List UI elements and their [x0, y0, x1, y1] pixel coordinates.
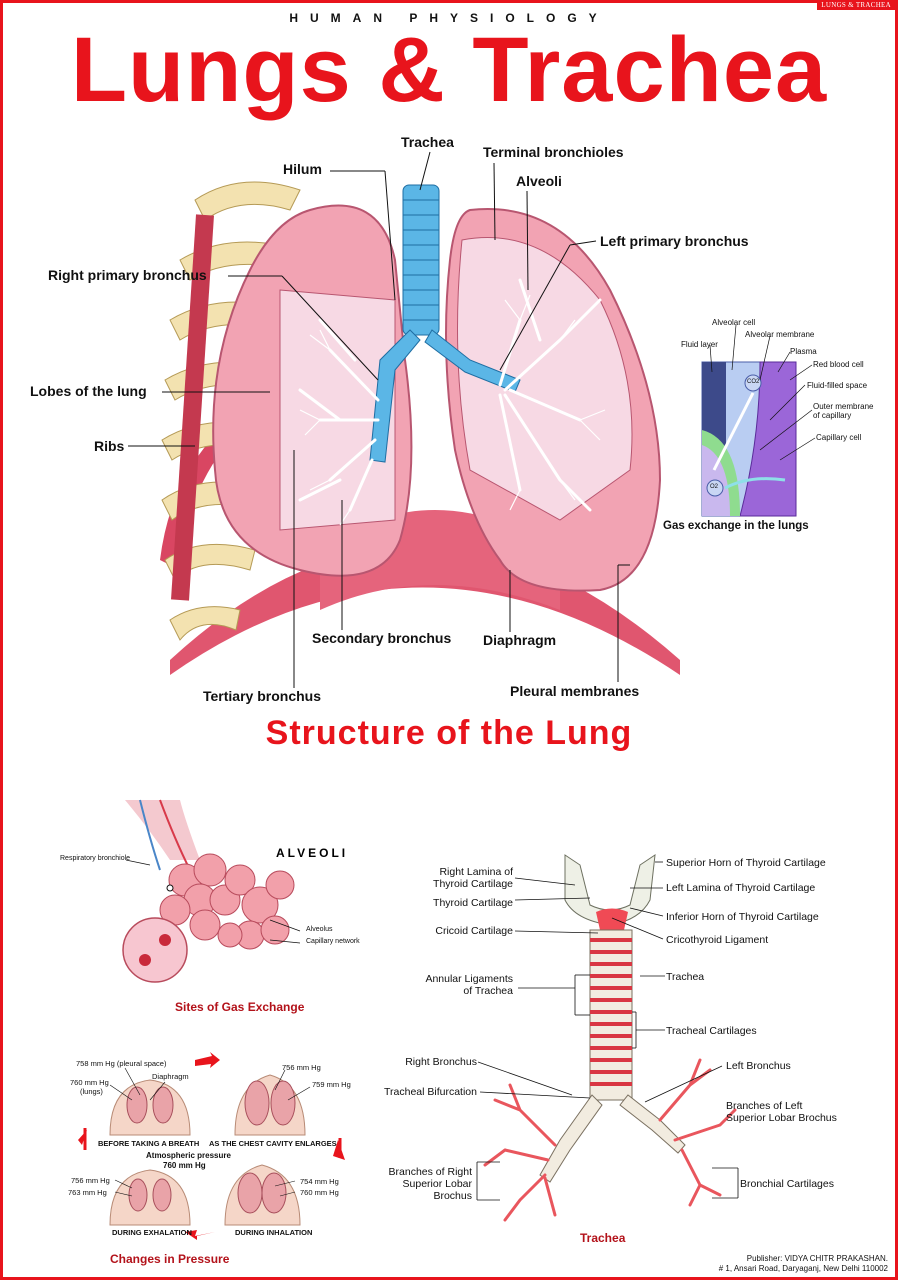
pressure-exhalation: DURING EXHALATION	[112, 1228, 192, 1237]
label-tracheal-cartilages: Tracheal Cartilages	[666, 1025, 757, 1037]
label-cricoid-cartilage: Cricoid Cartilage	[435, 925, 513, 937]
inset-o2: O2	[710, 484, 719, 490]
label-diaphragm: Diaphragm	[483, 632, 557, 648]
label-hilum: Hilum	[283, 161, 322, 177]
pressure-caption: Changes in Pressure	[110, 1252, 230, 1266]
pressure-inhalation: DURING INHALATION	[235, 1228, 313, 1237]
label-alveolus: Alveolus	[306, 926, 333, 933]
pressure-760-bottom: 760 mm Hg	[300, 1188, 339, 1197]
label-right-lamina-2: Thyroid Cartilage	[433, 878, 513, 890]
pressure-chest-enlarges: AS THE CHEST CAVITY ENLARGES	[209, 1139, 337, 1148]
label-respiratory-bronchiole: Respiratory bronchiole	[60, 855, 131, 862]
label-superior-horn: Superior Horn of Thyroid Cartilage	[666, 857, 826, 869]
kicker: HUMAN PHYSIOLOGY	[289, 11, 609, 25]
label-bronchial-cartilages: Bronchial Cartilages	[740, 1178, 834, 1190]
corner-tag: LUNGS & TRACHEA	[817, 0, 895, 10]
publisher-line2: # 1, Ansari Road, Daryaganj, New Delhi 1…	[718, 1264, 888, 1273]
pressure-759: 759 mm Hg	[312, 1080, 351, 1089]
label-trachea-small: Trachea	[666, 971, 705, 983]
pressure-754: 754 mm Hg	[300, 1177, 339, 1186]
label-branches-left-2: Superior Lobar Brochus	[726, 1112, 837, 1124]
pressure-756-bottom: 756 mm Hg	[71, 1176, 110, 1185]
label-pleural-membranes: Pleural membranes	[510, 683, 640, 699]
label-branches-right-1: Branches of Right	[388, 1166, 472, 1178]
label-right-bronchus: Right Bronchus	[405, 1056, 477, 1068]
inset-caption: Gas exchange in the lungs	[663, 520, 809, 532]
inset-red-blood-cell: Red blood cell	[813, 360, 864, 369]
publisher-line1: Publisher: VIDYA CHITR PRAKASHAN.	[746, 1254, 888, 1263]
section-title-structure: Structure of the Lung	[265, 714, 633, 752]
label-right-primary-bronchus: Right primary bronchus	[48, 267, 207, 283]
pressure-760-lungs-1: 760 mm Hg	[70, 1078, 109, 1087]
inset-co2: CO2	[747, 379, 760, 385]
label-right-lamina-1: Right Lamina of	[439, 866, 513, 878]
leader-lines	[128, 151, 630, 688]
label-left-primary-bronchus: Left primary bronchus	[600, 233, 749, 249]
poster-title: Lungs & Trachea	[70, 19, 828, 121]
label-alveoli: Alveoli	[516, 173, 562, 189]
label-cricothyroid: Cricothyroid Ligament	[666, 934, 769, 946]
pressure-before-breath: BEFORE TAKING A BREATH	[98, 1139, 200, 1148]
inset-plasma: Plasma	[790, 347, 817, 356]
label-terminal-bronchioles: Terminal bronchioles	[483, 144, 624, 160]
inset-alveolar-cell: Alveolar cell	[712, 318, 756, 327]
label-capillary-network: Capillary network	[306, 938, 360, 945]
inset-alveolar-membrane: Alveolar membrane	[745, 330, 815, 339]
pressure-atmospheric-1: Atmospheric pressure	[146, 1151, 231, 1160]
publisher-info: Publisher: VIDYA CHITR PRAKASHAN. # 1, A…	[719, 1254, 888, 1274]
pressure-756-top: 756 mm Hg	[282, 1063, 321, 1072]
label-annular-1: Annular Ligaments	[425, 973, 513, 985]
label-inferior-horn: Inferior Horn of Thyroid Cartilage	[666, 911, 819, 923]
label-secondary-bronchus: Secondary bronchus	[312, 630, 452, 646]
label-branches-right-3: Brochus	[433, 1190, 472, 1202]
inset-capillary-cell: Capillary cell	[816, 433, 862, 442]
pressure-760-lungs-2: (lungs)	[80, 1087, 103, 1096]
label-left-bronchus: Left Bronchus	[726, 1060, 791, 1072]
fine-bronchioles	[299, 294, 606, 526]
label-annular-2: of Trachea	[463, 985, 513, 997]
label-branches-left-1: Branches of Left	[726, 1100, 803, 1112]
label-tracheal-bifurcation: Tracheal Bifurcation	[384, 1086, 477, 1098]
alveoli-caption: Sites of Gas Exchange	[175, 1000, 305, 1014]
pressure-diaphragm: Diaphragm	[152, 1072, 189, 1081]
pressure-763: 763 mm Hg	[68, 1188, 107, 1197]
inset-outer-membrane-1: Outer membrane	[813, 402, 874, 411]
inset-outer-membrane-2: of capillary	[813, 411, 852, 420]
trachea-caption: Trachea	[580, 1231, 626, 1245]
pressure-758: 758 mm Hg (pleural space)	[76, 1059, 167, 1068]
label-ribs: Ribs	[94, 438, 125, 454]
label-thyroid-cartilage: Thyroid Cartilage	[433, 897, 513, 909]
label-tertiary-bronchus: Tertiary bronchus	[203, 688, 321, 704]
label-lobes: Lobes of the lung	[30, 383, 147, 399]
inset-fluid-filled-space: Fluid-filled space	[807, 381, 868, 390]
alveoli-heading: ALVEOLI	[276, 846, 349, 860]
label-left-lamina: Left Lamina of Thyroid Cartilage	[666, 882, 816, 894]
inset-fluid-layer: Fluid layer	[681, 340, 718, 349]
pressure-atmospheric-2: 760 mm Hg	[163, 1161, 206, 1170]
label-branches-right-2: Superior Lobar	[402, 1178, 472, 1190]
label-trachea: Trachea	[401, 134, 454, 150]
